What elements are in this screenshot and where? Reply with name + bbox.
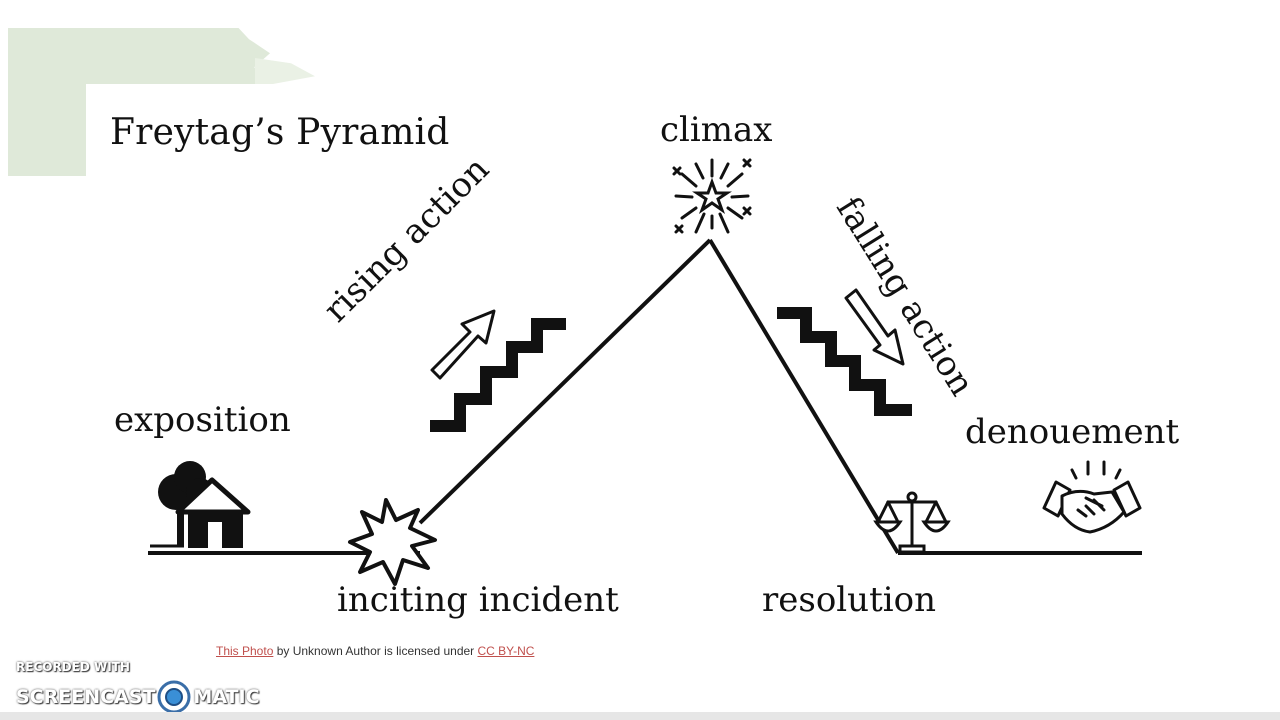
label-exposition: exposition	[114, 400, 291, 440]
scales-icon	[873, 491, 951, 554]
watermark-brand-left: SCREENCAST	[16, 686, 156, 708]
house-tree-icon	[150, 461, 251, 548]
handshake-icon	[1042, 460, 1142, 534]
label-inciting-incident: inciting incident	[337, 580, 619, 620]
burst-icon	[348, 498, 437, 586]
green-brush-accent	[8, 28, 270, 84]
screencast-logo-icon	[157, 680, 191, 714]
attribution-text: by Unknown Author is licensed under	[273, 644, 478, 658]
slide-title: Freytag’s Pyramid	[110, 112, 450, 153]
watermark-brand: SCREENCAST MATIC	[16, 680, 260, 714]
watermark-brand-right: MATIC	[193, 686, 260, 708]
bottom-strip	[0, 712, 1280, 720]
label-climax: climax	[660, 110, 773, 150]
slide	[8, 0, 1272, 712]
rising-line	[418, 238, 712, 525]
fireworks-star-icon	[672, 158, 752, 234]
license-link[interactable]: CC BY-NC	[477, 644, 535, 658]
label-denouement: denouement	[965, 412, 1180, 452]
label-resolution: resolution	[762, 580, 936, 620]
stairs-down-arrow-icon	[777, 288, 912, 416]
stairs-up-arrow-icon	[430, 309, 566, 432]
watermark-recorded-with: RECORDED WITH	[16, 660, 130, 674]
photo-attribution: This Photo by Unknown Author is licensed…	[216, 644, 534, 658]
falling-line	[708, 238, 900, 555]
photo-link[interactable]: This Photo	[216, 644, 274, 658]
